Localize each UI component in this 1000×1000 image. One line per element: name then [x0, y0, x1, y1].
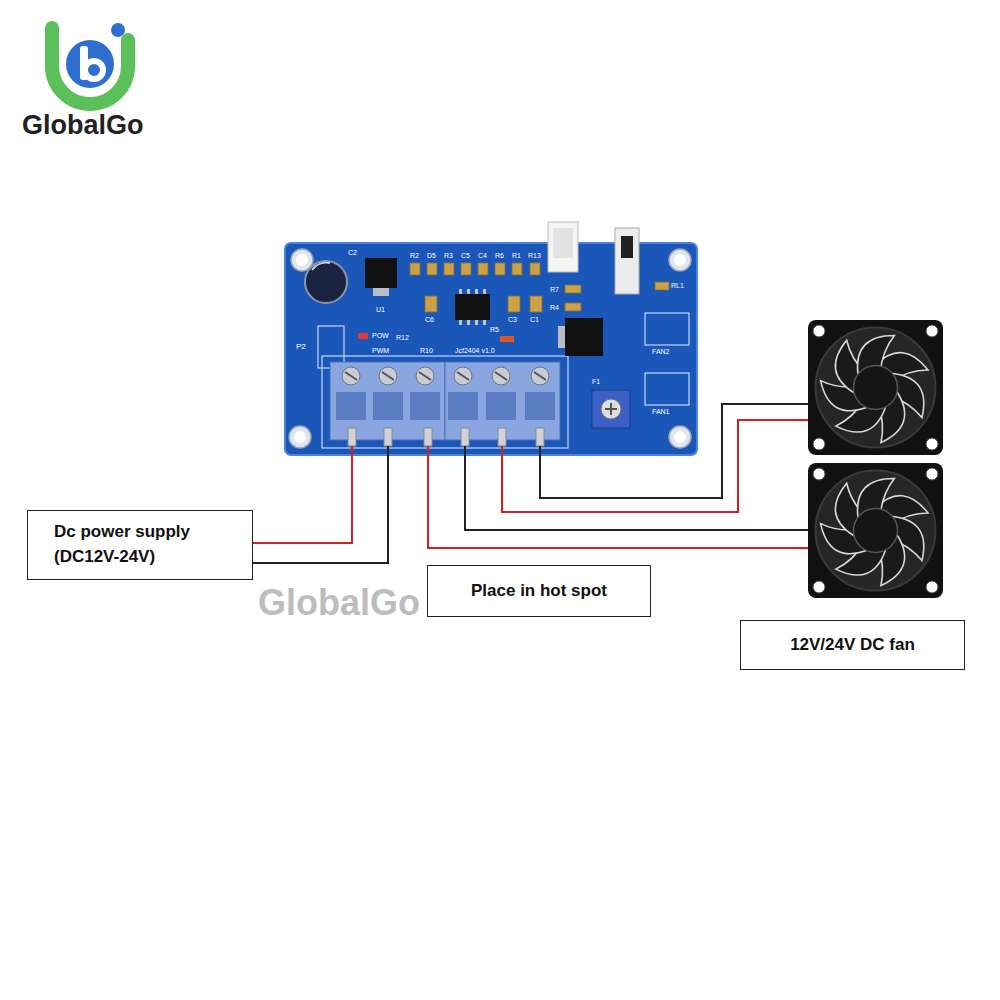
- silkscreen-label: D5: [427, 252, 436, 259]
- label-box: Place in hot spot: [427, 565, 651, 617]
- silkscreen-label: P2: [296, 343, 306, 351]
- silkscreen-label: C3: [508, 316, 517, 323]
- label-box: 12V/24V DC fan: [740, 620, 965, 670]
- silkscreen-label: R10: [420, 347, 433, 354]
- silkscreen-label: R3: [444, 252, 453, 259]
- box-text: 12V/24V DC fan: [790, 633, 915, 658]
- logo-text: GlobalGo: [22, 112, 144, 139]
- silkscreen-label: F1: [592, 378, 600, 385]
- silkscreen-label: R6: [495, 252, 504, 259]
- watermark: GlobalGo: [258, 585, 420, 621]
- fan: [808, 320, 943, 455]
- label-box: Dc power supply (DC12V-24V): [27, 510, 253, 580]
- silkscreen-label: R1: [512, 252, 521, 259]
- box-text: Place in hot spot: [471, 579, 607, 604]
- silkscreen-label: R13: [528, 252, 541, 259]
- silkscreen-label: FAN1: [652, 408, 670, 415]
- logo: [52, 23, 128, 104]
- box-text: Dc power supply (DC12V-24V): [54, 520, 242, 569]
- pcb-board: [285, 222, 697, 455]
- fan: [808, 463, 943, 598]
- silkscreen-label: C5: [461, 252, 470, 259]
- silkscreen-label: C2: [348, 249, 357, 256]
- silkscreen-label: C4: [478, 252, 487, 259]
- silkscreen-label: C1: [530, 316, 539, 323]
- silkscreen-label: R4: [550, 304, 559, 311]
- silkscreen-label: R12: [396, 334, 409, 341]
- silkscreen-label: C6: [425, 316, 434, 323]
- silkscreen-label: POW: [372, 332, 389, 339]
- wires: [253, 404, 810, 563]
- silkscreen-label: PWM: [372, 347, 389, 354]
- silkscreen-label: R7: [550, 286, 559, 293]
- silkscreen-label: U1: [376, 306, 385, 313]
- silkscreen-label: FAN2: [652, 348, 670, 355]
- silkscreen-label: RL1: [671, 282, 684, 289]
- silkscreen-label: R5: [490, 326, 499, 333]
- silkscreen-label: R2: [410, 252, 419, 259]
- silkscreen-label: Jcf2404 v1.0: [455, 347, 495, 354]
